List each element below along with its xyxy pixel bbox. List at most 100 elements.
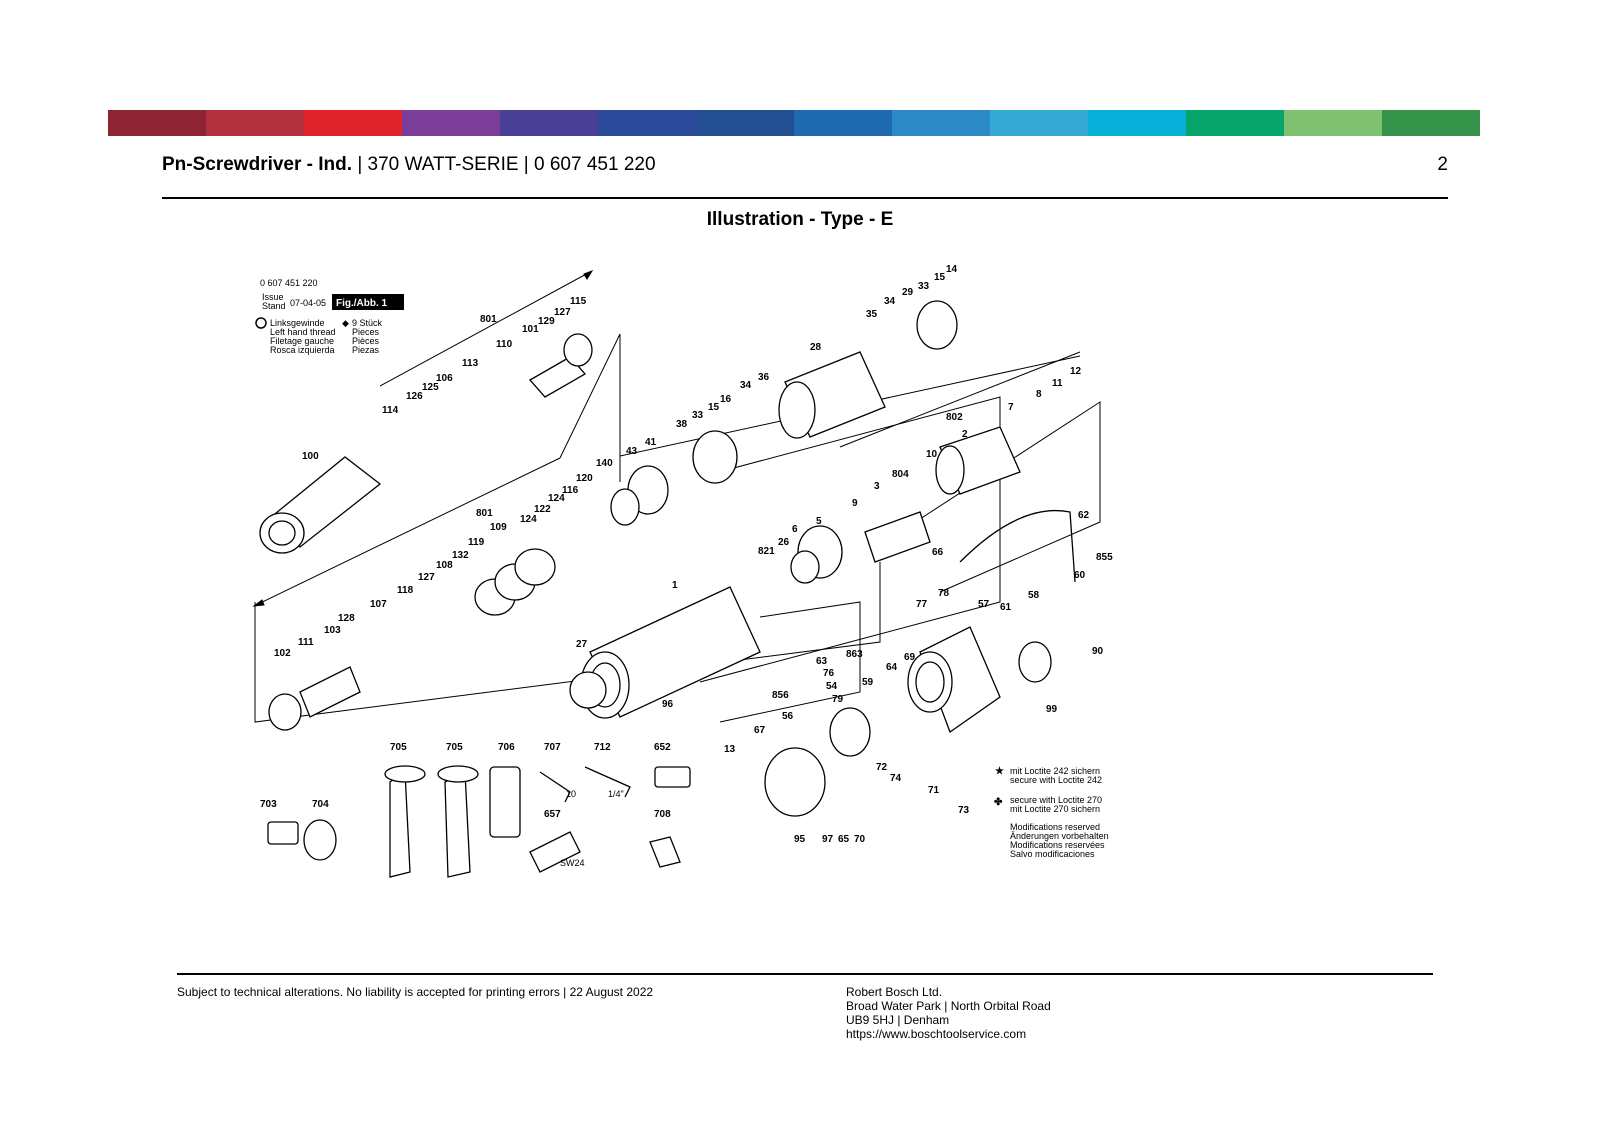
part-label: 13 — [724, 744, 736, 755]
part-label: 16 — [720, 394, 732, 405]
color-band-segment — [1088, 110, 1186, 136]
wrench-size-label: SW24 — [560, 858, 585, 868]
part-label: 124 — [520, 514, 537, 525]
part-label: 120 — [576, 473, 593, 484]
gear-plate-14 — [916, 300, 958, 350]
part-label: 2 — [962, 429, 968, 440]
part-label: 118 — [397, 585, 414, 596]
part-label: 704 — [312, 799, 329, 810]
part-label: 36 — [758, 372, 770, 383]
header-details: | 370 WATT-SERIE | 0 607 451 220 — [352, 154, 656, 175]
spacer-62 — [959, 509, 1076, 583]
part-label: 108 — [436, 560, 453, 571]
part-label: 8 — [1036, 389, 1042, 400]
address-line-2: UB9 5HJ | Denham — [846, 1013, 950, 1027]
color-band-segment — [108, 110, 206, 136]
part-label: 64 — [886, 662, 898, 673]
part-label: 707 — [544, 742, 561, 753]
part-label: 34 — [740, 380, 752, 391]
part-label: 705 — [390, 742, 407, 753]
part-label: 712 — [594, 742, 611, 753]
part-label: 3 — [874, 481, 880, 492]
part-label: 11 — [1052, 378, 1063, 389]
part-label: 114 — [382, 405, 399, 416]
valve-body-67 — [764, 707, 871, 817]
cylinder-2 — [935, 426, 1021, 495]
loctite-270-line: secure with Loctite 270 — [1010, 795, 1102, 805]
color-band-segment — [206, 110, 304, 136]
product-name: Pn-Screwdriver - Ind. — [162, 154, 353, 175]
part-label: 116 — [562, 485, 579, 496]
part-label: 38 — [676, 419, 688, 430]
nipple-652 — [654, 766, 691, 788]
part-label: 124 — [548, 493, 565, 504]
part-label: 657 — [544, 809, 561, 820]
legend-right-line: Pièces — [352, 336, 380, 346]
spring-109 — [474, 548, 556, 616]
part-label: 801 — [476, 508, 493, 519]
legend-right-line: 9 Stück — [352, 318, 383, 328]
part-label: 54 — [826, 681, 838, 692]
part-label: 122 — [534, 504, 551, 515]
gear-assembly-38 — [610, 430, 738, 526]
illustration-title: Illustration - Type - E — [706, 209, 894, 230]
bearing-plate-5 — [790, 525, 843, 584]
part-label: 74 — [890, 773, 902, 784]
part-label: 90 — [1092, 646, 1104, 657]
website-link[interactable]: https://www.boschtoolservice.com — [846, 1027, 1027, 1041]
part-label: 127 — [418, 572, 435, 583]
part-label: 77 — [916, 599, 928, 610]
part-label: 28 — [810, 342, 822, 353]
valve-housing-57 — [907, 626, 1001, 734]
part-label: 72 — [876, 762, 888, 773]
part-label: 863 — [846, 649, 863, 660]
part-label: 6 — [792, 524, 798, 535]
part-label: 802 — [946, 412, 963, 423]
component-shapes — [259, 300, 1076, 817]
legend-left-line: Left hand thread — [270, 327, 336, 337]
part-label: 67 — [754, 725, 766, 736]
part-label: 126 — [406, 391, 423, 402]
nine-pieces-icon: ◆ — [342, 318, 349, 328]
exhaust-diffuser-90 — [1018, 641, 1052, 683]
part-label: 65 — [838, 834, 850, 845]
hex-key-707 — [539, 771, 571, 803]
part-label: 708 — [654, 809, 671, 820]
color-band-segment — [402, 110, 500, 136]
part-label: 43 — [626, 446, 638, 457]
part-label: 703 — [260, 799, 277, 810]
color-band-segment — [1186, 110, 1284, 136]
part-label: 101 — [522, 324, 539, 335]
part-label: 140 — [596, 458, 613, 469]
part-label: 78 — [938, 588, 950, 599]
exploded-parts-diagram: 0 607 451 220 Issue Stand 07-04-05 Fig./… — [252, 264, 1113, 878]
issue-label: Issue — [262, 292, 284, 302]
part-label: 10 — [926, 449, 938, 460]
part-label: 95 — [794, 834, 806, 845]
part-label: 15 — [934, 272, 946, 283]
legend-right-line: Pieces — [352, 327, 380, 337]
address-line-1: Broad Water Park | North Orbital Road — [846, 999, 1051, 1013]
part-label: 5 — [816, 516, 822, 527]
part-label: 56 — [782, 711, 794, 722]
company-name: Robert Bosch Ltd. — [846, 985, 943, 999]
part-label: 127 — [554, 307, 571, 318]
color-band-segment — [500, 110, 598, 136]
part-label: 60 — [1074, 570, 1086, 581]
filter-706 — [489, 766, 521, 838]
part-label: 106 — [436, 373, 453, 384]
part-label: 69 — [904, 652, 916, 663]
modifications-line: Salvo modificaciones — [1010, 849, 1095, 859]
hex-key-712 — [584, 766, 631, 798]
footer-rule — [177, 973, 1433, 975]
handle-705-b — [444, 770, 471, 878]
part-label: 61 — [1000, 602, 1012, 613]
part-label: 27 — [576, 639, 588, 650]
color-band-segment — [598, 110, 696, 136]
part-label: 79 — [832, 694, 844, 705]
part-label: 110 — [496, 339, 513, 350]
rotor-3 — [864, 511, 931, 563]
